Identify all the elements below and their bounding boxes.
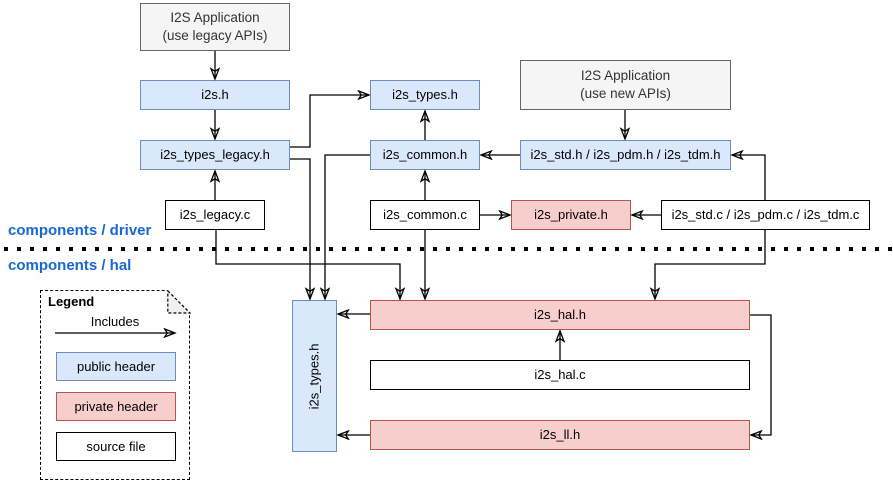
- legend-item-source-file: source file: [56, 432, 176, 461]
- legend-item-public-header: public header: [56, 352, 176, 381]
- legend-item-private-header: private header: [56, 392, 176, 421]
- node-label: (use legacy APIs): [162, 28, 268, 43]
- node-i2s-application-legacy: I2S Application (use legacy APIs): [140, 3, 290, 51]
- arrow-i2s-common-h-to-i2s-types-h-hal: [325, 154, 370, 299]
- node-i2s-hal-c: i2s_hal.c: [370, 360, 750, 390]
- legend-fold-corner-icon: [166, 289, 191, 314]
- node-i2s-common-h: i2s_common.h: [370, 140, 480, 170]
- node-i2s-types-legacy-h: i2s_types_legacy.h: [140, 140, 290, 170]
- node-label: I2S Application: [580, 68, 671, 84]
- section-label-hal: components / hal: [8, 257, 132, 274]
- arrow-i2s-types-legacy-h-to-i2s-types-h-driver: [290, 95, 369, 148]
- node-i2s-types-h-driver: i2s_types.h: [370, 80, 480, 110]
- section-label-driver: components / driver: [8, 222, 152, 239]
- legend-includes-label: Includes: [90, 314, 140, 329]
- arrow-i2s-std-c-to-i2s-hal-h: [655, 230, 766, 299]
- arrow-i2s-std-c-to-i2s-std-h: [732, 155, 766, 200]
- node-label: i2s_private.h: [534, 206, 608, 222]
- node-label: I2S Application: [170, 10, 260, 26]
- node-i2s-legacy-c: i2s_legacy.c: [165, 200, 265, 230]
- legend: Legend Includes public header private he…: [40, 289, 191, 480]
- node-label: i2s_common.c: [383, 206, 467, 222]
- arrow-i2s-hal-h-to-i2s-ll-h: [750, 314, 772, 435]
- node-label: i2s.h: [201, 86, 229, 102]
- node-label: i2s_types.h: [392, 86, 458, 102]
- node-i2s-h: i2s.h: [140, 80, 290, 110]
- arrow-i2s-legacy-c-to-i2s-hal-h: [215, 230, 400, 299]
- arrow-i2s-types-legacy-h-to-i2s-types-h-hal: [290, 158, 310, 299]
- node-i2s-types-h-hal: i2s_types.h: [292, 300, 337, 452]
- legend-title: Legend: [48, 294, 95, 309]
- node-i2s-application-new: I2S Application (use new APIs): [520, 60, 731, 110]
- node-i2s-ll-h: i2s_ll.h: [370, 420, 750, 450]
- node-label: i2s_hal.h: [533, 306, 587, 322]
- node-label: (use new APIs): [580, 86, 671, 101]
- node-i2s-common-c: i2s_common.c: [370, 200, 480, 230]
- node-label: i2s_ll.h: [539, 426, 581, 442]
- node-label: i2s_hal.c: [534, 366, 586, 382]
- node-i2s-private-h: i2s_private.h: [511, 200, 631, 230]
- node-label: i2s_std.h / i2s_pdm.h / i2s_tdm.h: [530, 146, 721, 162]
- node-label: i2s_common.h: [382, 146, 468, 162]
- node-label: i2s_legacy.c: [179, 206, 251, 222]
- driver-hal-divider: [4, 247, 893, 251]
- node-label: i2s_types_legacy.h: [160, 146, 270, 162]
- node-i2s-std-pdm-tdm-c: i2s_std.c / i2s_pdm.c / i2s_tdm.c: [661, 200, 870, 230]
- node-i2s-std-pdm-tdm-h: i2s_std.h / i2s_pdm.h / i2s_tdm.h: [520, 140, 731, 170]
- node-i2s-hal-h: i2s_hal.h: [370, 300, 750, 330]
- node-label: i2s_types.h: [306, 343, 322, 409]
- node-label: i2s_std.c / i2s_pdm.c / i2s_tdm.c: [671, 206, 860, 222]
